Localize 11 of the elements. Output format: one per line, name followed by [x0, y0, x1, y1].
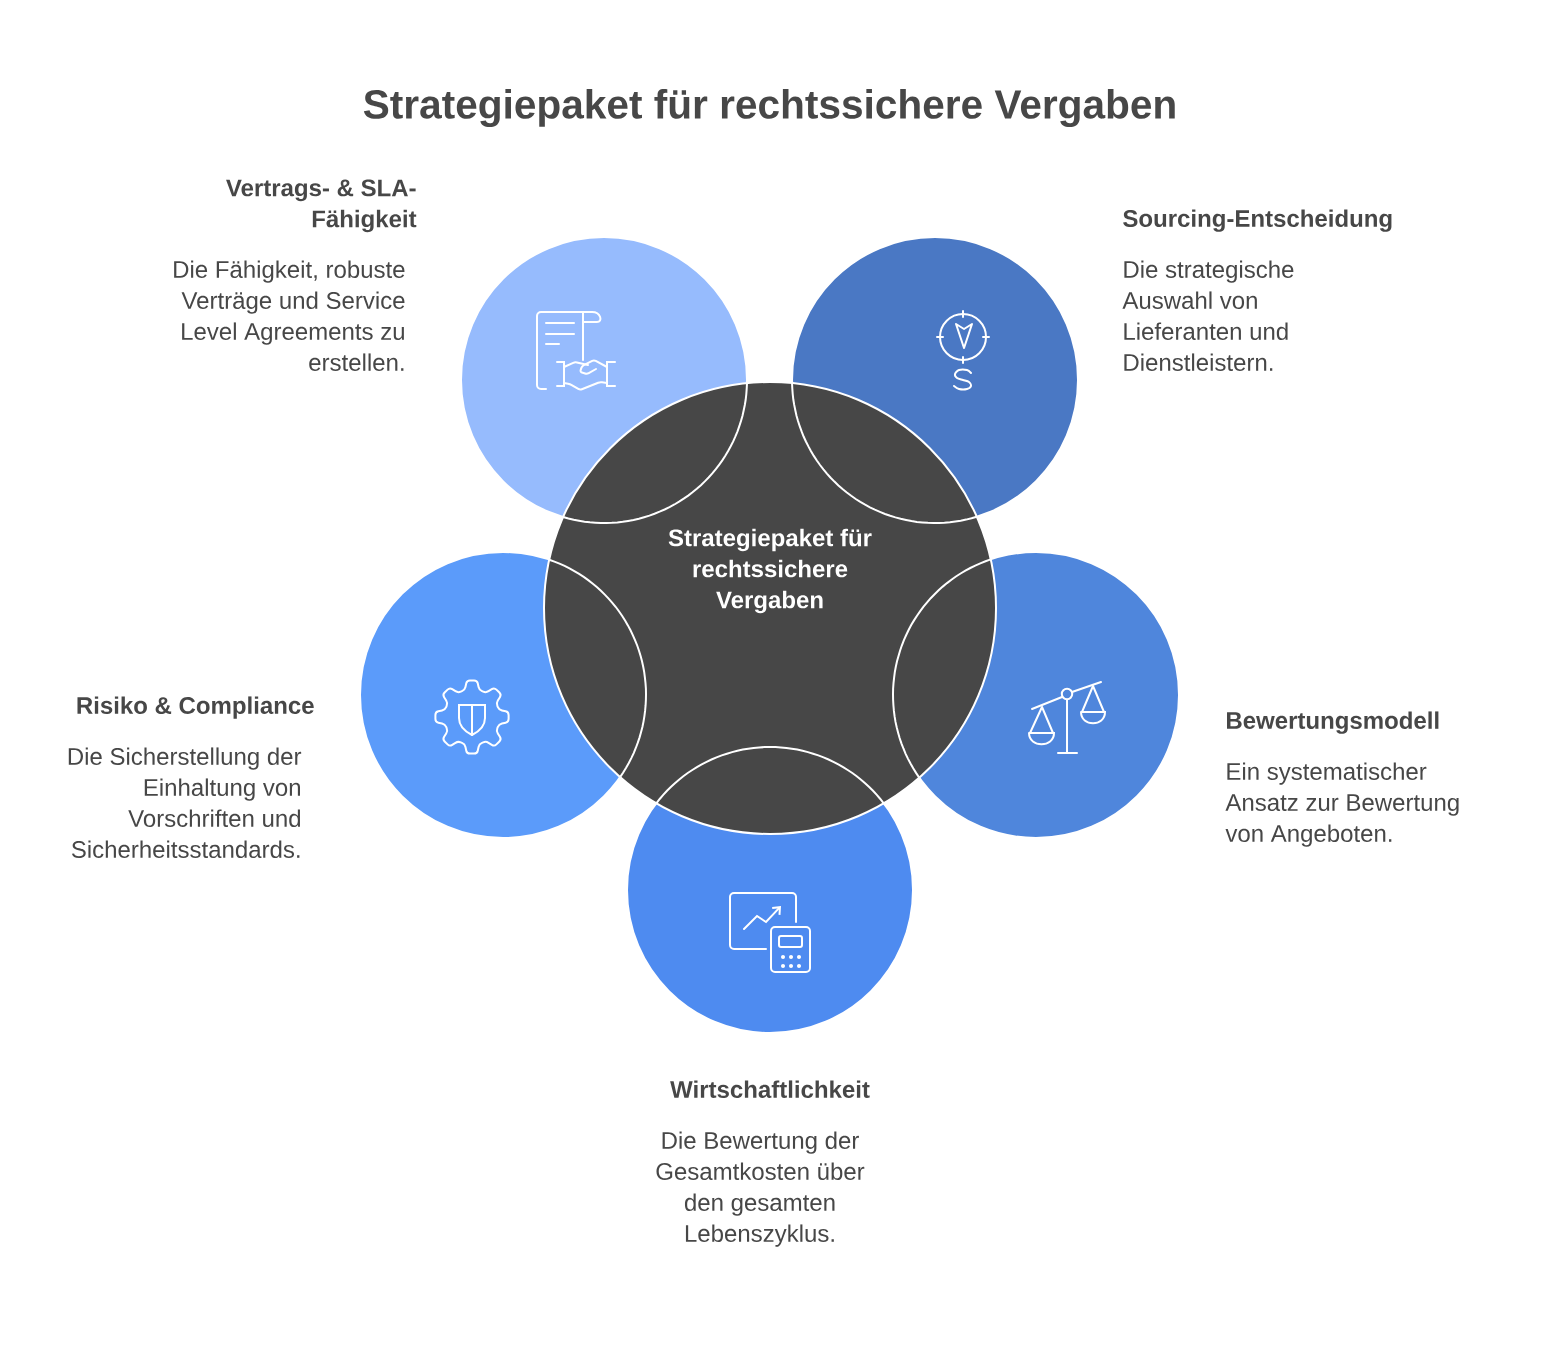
description: Die Sicherstellung der Einhaltung von Vorschriften und Sicherheitsstandards.	[68, 747, 302, 858]
description: Die strategische Auswahl von Lieferanten und Dienstleistern.	[1122, 260, 1294, 371]
heading: Wirtschaftlichkeit	[670, 1080, 870, 1098]
heading: Sourcing-Entscheidung	[1123, 209, 1392, 232]
description: Die Bewertung der Gesamtkosten über den gesamten Lebenszyklus.	[656, 1131, 865, 1247]
heading: Vertrags- & SLA- Fähigkeit	[226, 179, 417, 233]
description: Die Fähigkeit, robuste Verträge und Service Level Agreements zu erstellen.	[174, 260, 405, 371]
description: Ein systematischer Ansatz zur Bewertung von Angeboten.	[1225, 762, 1459, 847]
heading: Bewertungsmodell	[1227, 711, 1439, 734]
heading: Risiko & Compliance	[77, 696, 314, 719]
title: Strategiepaket für rechtssichere Vergaben	[363, 89, 1175, 127]
